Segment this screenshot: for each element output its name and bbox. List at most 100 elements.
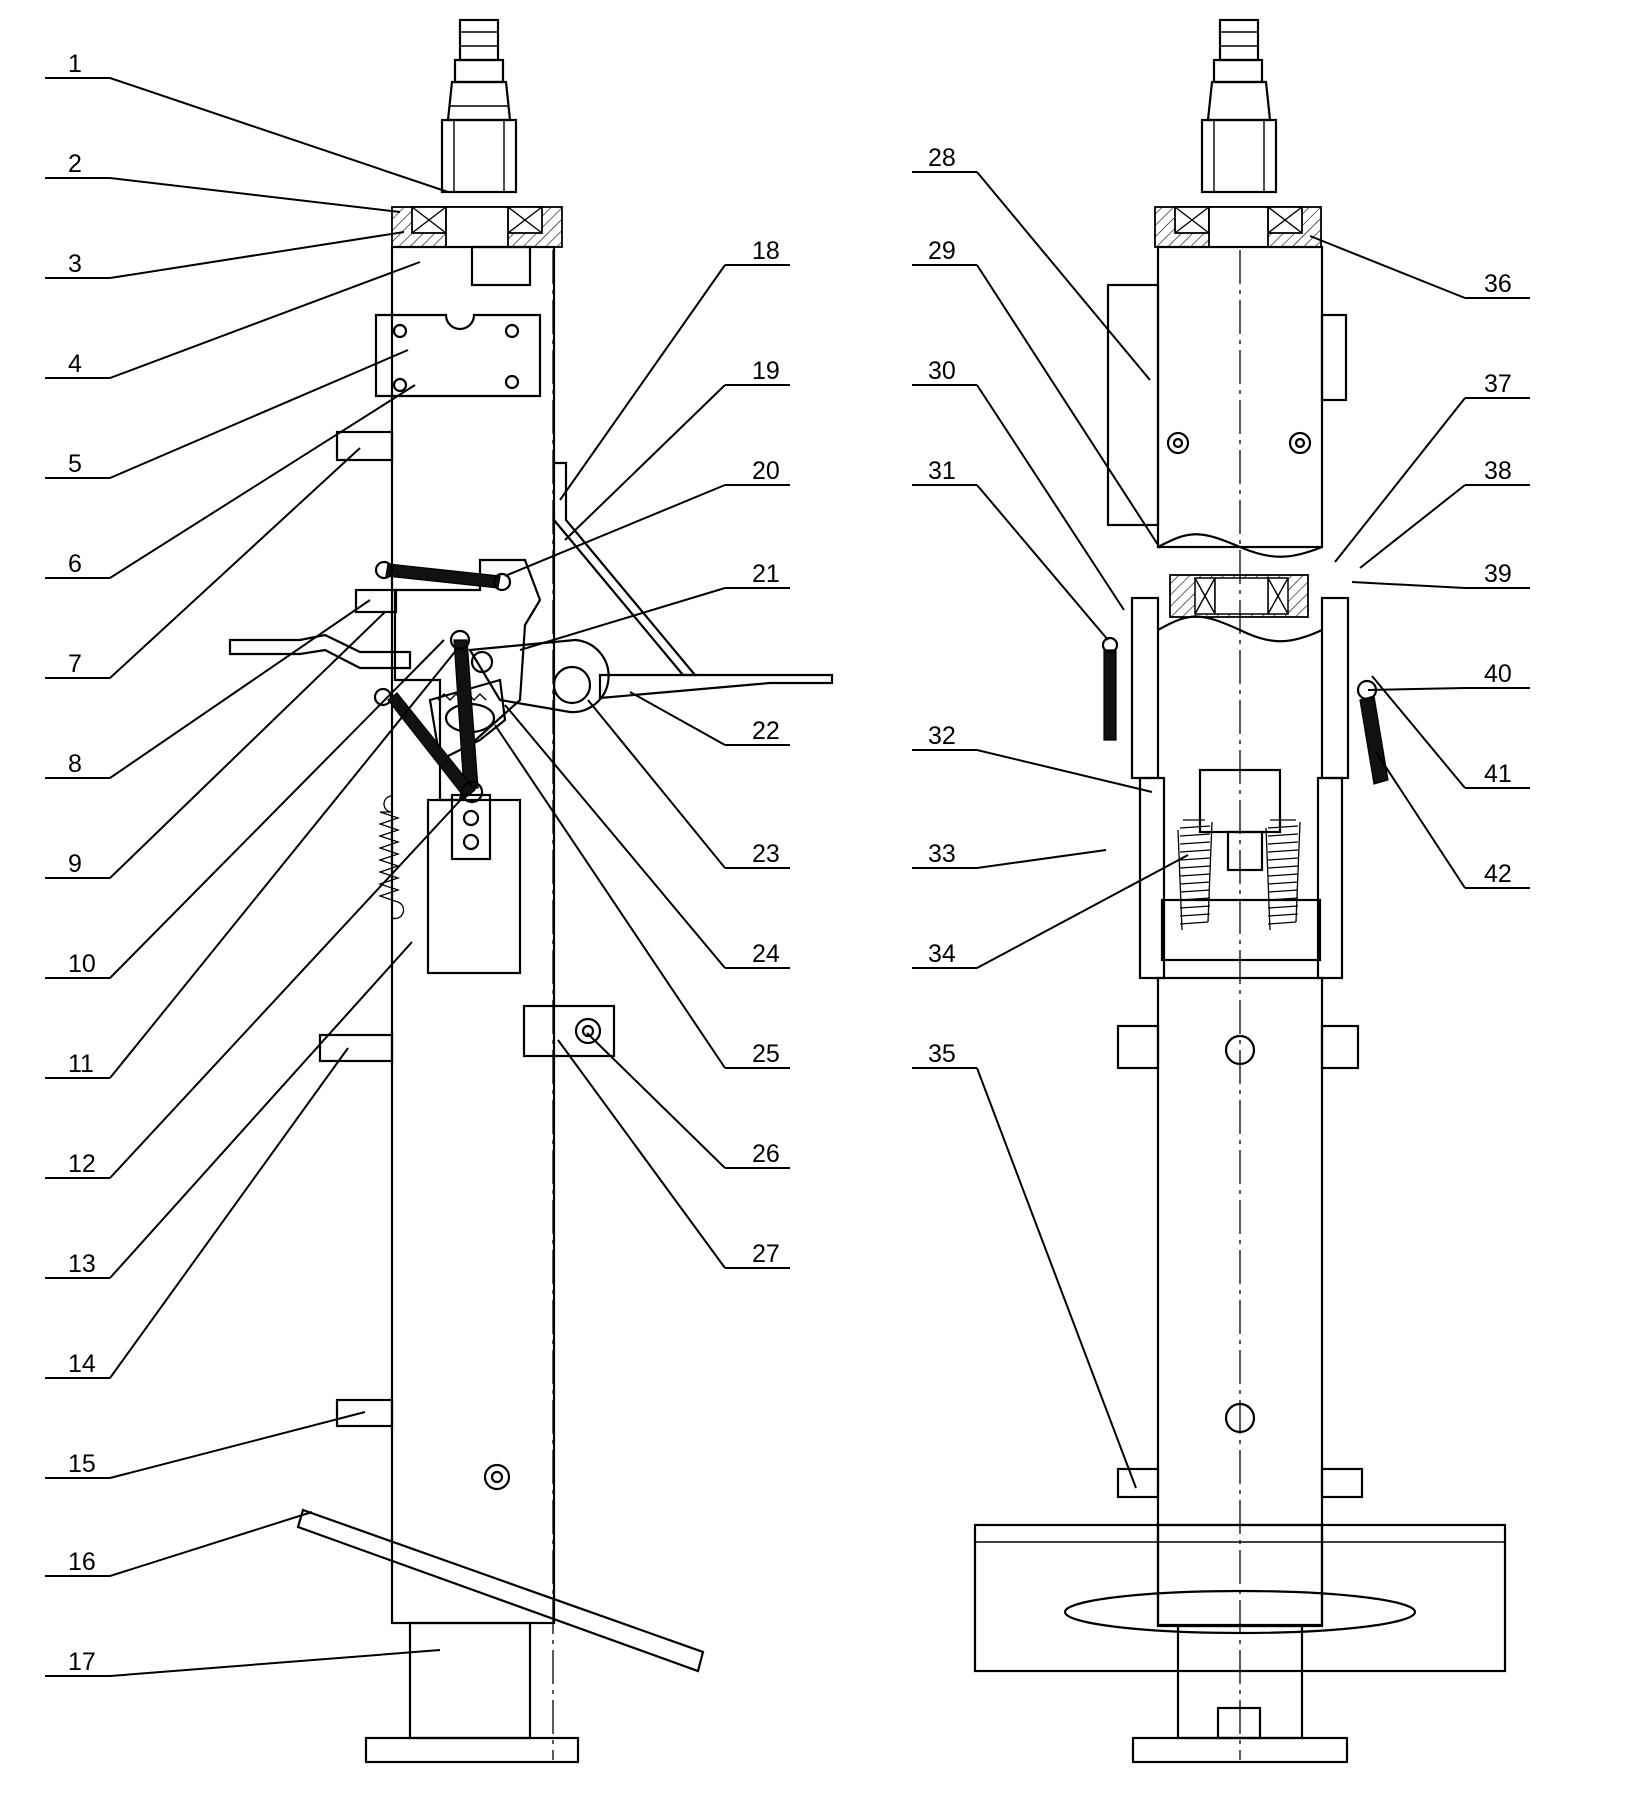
side-stub [1116,1467,1160,1499]
callout-5: 5 [45,349,409,479]
callout-23: 23 [587,699,790,869]
callout-33: 33 [912,840,1107,869]
callout-number: 25 [752,1040,780,1068]
callout-13: 13 [45,941,413,1279]
callout-18: 18 [559,237,790,501]
side-plate [1320,313,1348,402]
callout-42: 42 [1375,751,1530,889]
callout-number: 38 [1484,457,1512,485]
main-column [390,245,556,1625]
side-stub [335,430,394,462]
callout-number: 40 [1484,660,1512,688]
base-plate [973,1523,1507,1673]
callout-number: 14 [68,1350,96,1378]
callout-3: 3 [45,231,405,279]
side-stub [1116,1024,1160,1070]
callout-38: 38 [1359,457,1530,569]
callout-19: 19 [564,357,790,541]
callout-2: 2 [45,150,401,213]
callout-number: 5 [68,450,82,478]
callout-number: 4 [68,350,82,378]
callout-number: 30 [928,357,956,385]
callout-number: 3 [68,250,82,278]
base-foot-front [1131,1736,1349,1764]
callout-number: 18 [752,237,780,265]
callout-number: 36 [1484,270,1512,298]
callout-number: 27 [752,1240,780,1268]
callout-number: 34 [928,940,956,968]
lower-link [387,692,476,799]
pivot-pin [552,665,592,705]
callout-39: 39 [1351,560,1530,589]
callout-number: 31 [928,457,956,485]
callout-29: 29 [912,237,1161,549]
callout-22: 22 [629,691,790,746]
bolt-block [522,1004,616,1058]
center-block [1226,830,1264,872]
side-spring-right [1359,695,1389,785]
top-shaft-front [1200,18,1278,194]
clamp-block [450,793,492,861]
callout-40: 40 [1367,660,1530,691]
callout-11: 11 [45,647,459,1079]
callout-number: 21 [752,560,780,588]
side-stub [318,1033,394,1063]
callout-number: 24 [752,940,780,968]
side-stub [1320,1024,1360,1070]
support-bracket [553,461,698,677]
callout-number: 8 [68,750,82,778]
upper-spring-link [385,563,501,589]
break-line [1157,533,1323,558]
callout-number: 26 [752,1140,780,1168]
callout-number: 17 [68,1648,96,1676]
callout-number: 19 [752,357,780,385]
callout-number: 12 [68,1150,96,1178]
callout-10: 10 [45,639,445,979]
base-post-slot [1216,1706,1262,1740]
side-plate [1106,283,1160,527]
center-spring-left [1177,819,1213,931]
callout-number: 41 [1484,760,1512,788]
handle [228,633,412,670]
lever-arm [598,673,834,700]
callout-31: 31 [912,457,1109,641]
top-shaft [440,18,518,194]
jaw-arm [1316,776,1344,980]
callout-number: 35 [928,1040,956,1068]
callout-number: 16 [68,1548,96,1576]
callout-number: 33 [928,840,956,868]
bearing-housing [391,206,563,248]
center-spring-right [1265,819,1301,931]
callout-number: 10 [68,950,96,978]
callout-25: 25 [494,724,790,1069]
callout-number: 23 [752,840,780,868]
jaw-arm [1138,776,1166,980]
callout-6: 6 [45,384,416,579]
side-stub [1320,1467,1364,1499]
base-foot [364,1621,580,1764]
jaw-frame [1320,596,1350,780]
callout-number: 13 [68,1250,96,1278]
callout-number: 9 [68,850,82,878]
jaw-frame [1130,596,1160,780]
callout-24: 24 [504,704,790,969]
callout-number: 39 [1484,560,1512,588]
diagonal-bar [296,1508,705,1673]
callout-8: 8 [45,599,371,779]
guide-block [354,588,398,614]
bottom-block [1160,898,1322,962]
callout-number: 42 [1484,860,1512,888]
side-spring-left [1103,649,1117,741]
cutaway-section [1169,574,1309,618]
callout-number: 6 [68,550,82,578]
callout-number: 32 [928,722,956,750]
guide-body [426,798,522,975]
callout-number: 2 [68,150,82,178]
callout-number: 7 [68,650,82,678]
bearing-housing-front [1154,206,1322,248]
callout-32: 32 [912,722,1153,793]
mechanism-plate [393,558,542,802]
